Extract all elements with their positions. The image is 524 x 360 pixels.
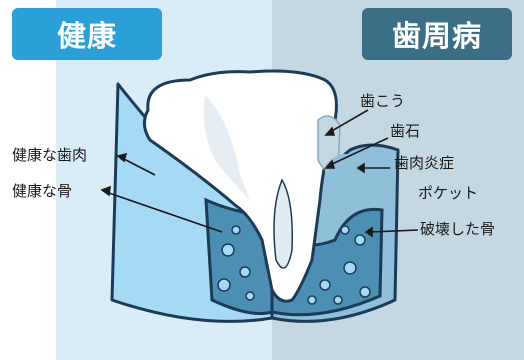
tartar-label: 歯石 [390, 122, 420, 140]
healthy-title-badge: 健康 [12, 8, 162, 60]
healthy-gum-label: 健康な歯肉 [12, 146, 87, 164]
periodontitis-title-badge: 歯周病 [362, 8, 512, 60]
gingivitis-label: 歯肉炎症 [394, 154, 454, 172]
destroyed-bone-label: 破壊した骨 [420, 220, 495, 238]
pocket-label: ポケット [418, 184, 478, 202]
healthy-bone-label: 健康な骨 [12, 182, 72, 200]
plaque-label: 歯こう [360, 92, 405, 110]
